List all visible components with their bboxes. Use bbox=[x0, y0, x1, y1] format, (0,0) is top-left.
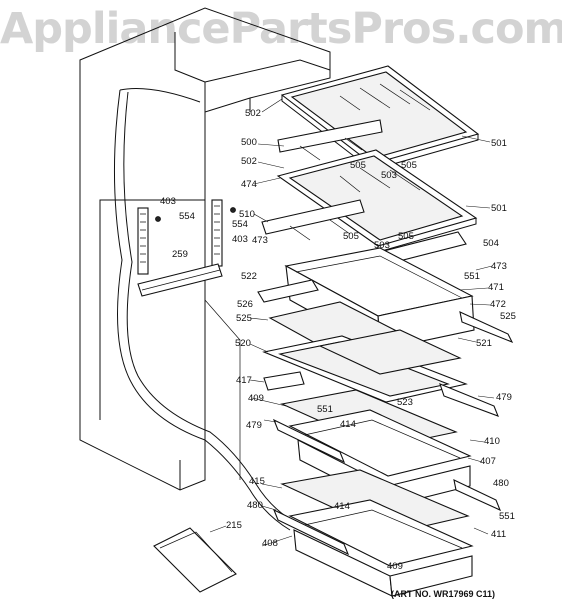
callout-501: 501 bbox=[491, 203, 507, 214]
callout-414: 414 bbox=[340, 419, 356, 430]
egg-bin bbox=[153, 527, 237, 593]
callout-505: 505 bbox=[401, 160, 417, 171]
callout-503: 503 bbox=[381, 170, 397, 181]
callout-479: 479 bbox=[246, 420, 262, 431]
callout-407: 407 bbox=[480, 456, 496, 467]
callout-525: 525 bbox=[236, 313, 252, 324]
art-number: (ART NO. WR17969 C11) bbox=[391, 589, 496, 599]
callout-415: 415 bbox=[249, 476, 265, 487]
watermark: AppliancePartsPros.com bbox=[0, 4, 562, 54]
callout-215: 215 bbox=[226, 520, 242, 531]
callout-505: 505 bbox=[398, 231, 414, 242]
callout-551: 551 bbox=[499, 511, 515, 522]
drawer-cover-frame bbox=[262, 335, 468, 403]
glass-shelf-upper bbox=[280, 65, 480, 171]
callout-551: 551 bbox=[317, 404, 333, 415]
callout-409: 409 bbox=[387, 561, 403, 572]
callout-473: 473 bbox=[252, 235, 268, 246]
callout-417: 417 bbox=[236, 375, 252, 386]
callout-472: 472 bbox=[490, 299, 506, 310]
callout-504: 504 bbox=[483, 238, 499, 249]
callout-505: 505 bbox=[350, 160, 366, 171]
door-gasket bbox=[113, 88, 299, 531]
callout-259: 259 bbox=[172, 249, 188, 260]
callout-408: 408 bbox=[262, 538, 278, 549]
callout-403: 403 bbox=[160, 196, 176, 207]
vegetable-drawer bbox=[288, 499, 474, 597]
callout-521: 521 bbox=[476, 338, 492, 349]
callout-410: 410 bbox=[484, 436, 500, 447]
callout-471: 471 bbox=[488, 282, 504, 293]
callout-500: 500 bbox=[241, 137, 257, 148]
callout-503: 503 bbox=[374, 240, 390, 251]
shelf-ladder-left bbox=[137, 207, 149, 275]
callout-526: 526 bbox=[237, 299, 253, 310]
callout-414: 414 bbox=[334, 501, 350, 512]
callout-480: 480 bbox=[247, 500, 263, 511]
callout-520: 520 bbox=[235, 338, 251, 349]
callout-501: 501 bbox=[491, 138, 507, 149]
callout-480: 480 bbox=[493, 478, 509, 489]
callout-473: 473 bbox=[491, 261, 507, 272]
callout-551: 551 bbox=[464, 271, 480, 282]
callout-474: 474 bbox=[241, 179, 257, 190]
callout-525: 525 bbox=[500, 311, 516, 322]
callout-411: 411 bbox=[491, 529, 507, 540]
callout-510: 510 bbox=[239, 209, 255, 220]
callout-479: 479 bbox=[496, 392, 512, 403]
cabinet-liner bbox=[79, 7, 331, 491]
shelf-ladder-right bbox=[211, 199, 223, 267]
callout-502: 502 bbox=[241, 156, 257, 167]
callout-523: 523 bbox=[397, 397, 413, 408]
callout-554: 554 bbox=[232, 219, 248, 230]
callout-522: 522 bbox=[241, 271, 257, 282]
callout-505: 505 bbox=[343, 231, 359, 242]
callout-409: 409 bbox=[248, 393, 264, 404]
callout-554: 554 bbox=[179, 211, 195, 222]
callout-502: 502 bbox=[245, 108, 261, 119]
leader-lines bbox=[209, 98, 495, 547]
callout-403: 403 bbox=[232, 234, 248, 245]
